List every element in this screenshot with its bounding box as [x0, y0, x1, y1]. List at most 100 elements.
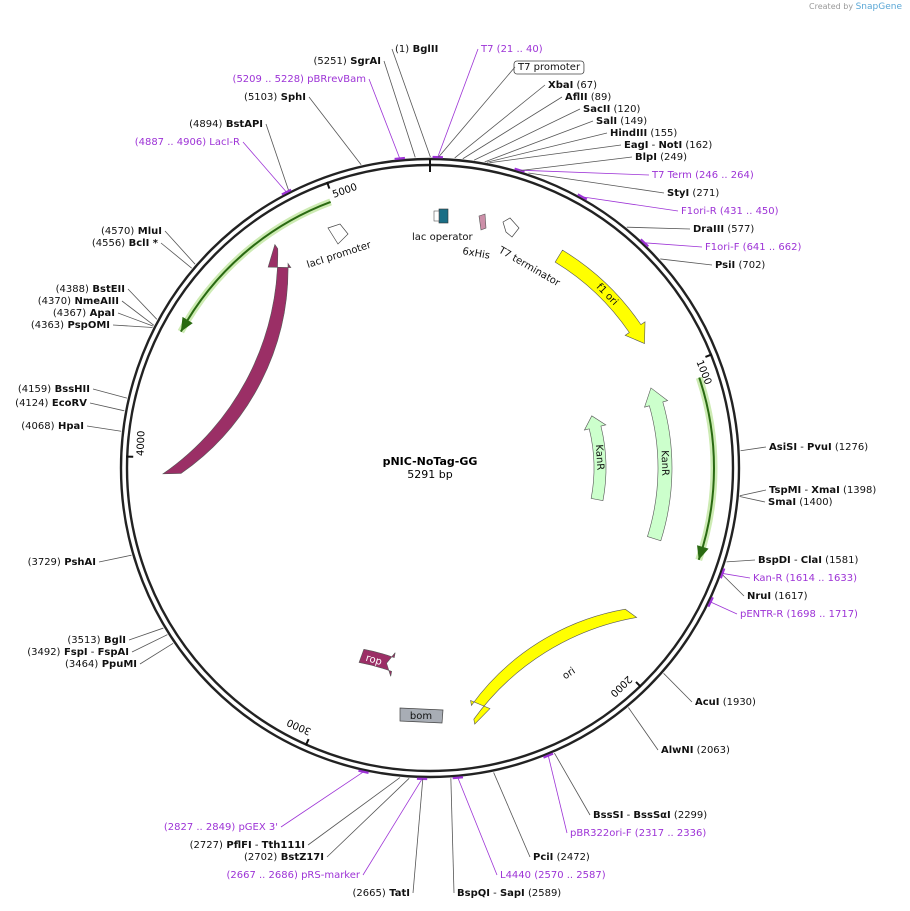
site-label[interactable]: (1) BglII — [395, 44, 438, 55]
site-label-part: T7 — [480, 44, 493, 55]
site-label[interactable]: EagI - NotI (162) — [624, 140, 712, 151]
site-label-part: HpaI — [55, 421, 84, 432]
site-label[interactable]: XbaI (67) — [548, 80, 597, 91]
site-label[interactable]: T7 Term (246 .. 264) — [651, 170, 754, 181]
site-leader-line — [160, 242, 192, 269]
site-label-part: (2667 .. 2686) — [226, 870, 298, 881]
site-label[interactable]: F1ori-F (641 .. 662) — [705, 242, 801, 253]
site-label-part: ApaI — [86, 308, 115, 319]
site-label-part: LacI-R — [206, 137, 240, 148]
site-label[interactable]: (3729) PshAI — [28, 557, 96, 568]
site-label[interactable]: Kan-R (1614 .. 1633) — [753, 573, 857, 584]
site-label-part: XbaI — [548, 80, 573, 91]
site-label-part: pBR322ori-F — [570, 828, 632, 839]
feature-arrow — [554, 249, 646, 344]
site-label-part: PvuI — [807, 442, 832, 453]
site-label[interactable]: SmaI (1400) — [768, 497, 833, 508]
site-leader-line — [457, 777, 498, 876]
site-label-part: (1930) — [720, 697, 757, 708]
site-label[interactable]: (4887 .. 4906) LacI-R — [135, 137, 240, 148]
site-label[interactable]: (4370) NmeAIII — [38, 296, 119, 307]
site-label-part: (1698 .. 1717) — [783, 609, 858, 620]
site-label[interactable]: TspMI - XmaI (1398) — [769, 485, 876, 496]
site-label[interactable]: NruI (1617) — [747, 591, 808, 602]
site-label[interactable]: AlwNI (2063) — [661, 745, 730, 756]
snapgene-credit: Created by SnapGene — [809, 2, 902, 12]
site-label[interactable]: L4440 (2570 .. 2587) — [500, 870, 606, 881]
site-label[interactable]: DraIII (577) — [693, 224, 754, 235]
site-label[interactable]: pENTR-R (1698 .. 1717) — [740, 609, 858, 620]
site-label[interactable]: BssSI - BssSαI (2299) — [593, 810, 707, 821]
site-label-part: ClaI — [801, 555, 822, 566]
site-label-part: pGEX 3' — [235, 822, 278, 833]
site-label[interactable]: SacII (120) — [583, 104, 640, 115]
site-label[interactable]: BspQI - SapI (2589) — [457, 888, 561, 899]
site-label[interactable]: (4570) MluI — [101, 226, 162, 237]
site-label[interactable]: AflII (89) — [565, 92, 611, 103]
site-label-part: (4124) — [15, 398, 48, 409]
site-label[interactable]: (4367) ApaI — [53, 308, 115, 319]
tick-mark — [705, 353, 713, 358]
site-leader-line — [721, 574, 745, 597]
site-leader-line — [307, 777, 401, 846]
site-label[interactable]: HindIII (155) — [610, 128, 677, 139]
site-label[interactable]: (3492) FspI - FspAI — [27, 647, 129, 658]
site-leader-line — [412, 778, 424, 894]
site-label[interactable]: (4388) BstEII — [56, 284, 125, 295]
site-label[interactable]: BlpI (249) — [635, 152, 687, 163]
site-label-part: (2702) — [244, 852, 277, 863]
site-label-part: (120) — [610, 104, 640, 115]
site-leader-line — [326, 778, 410, 858]
site-label[interactable]: (4894) BstAPI — [189, 119, 263, 130]
site-label[interactable]: F1ori-R (431 .. 450) — [681, 206, 779, 217]
credit-prefix: Created by — [809, 2, 854, 11]
site-label[interactable]: PsiI (702) — [715, 260, 765, 271]
site-leader-line — [131, 634, 168, 653]
site-label[interactable]: T7 promoter — [517, 62, 581, 73]
primer-mark — [514, 167, 525, 173]
site-label-part: (2317 .. 2336) — [632, 828, 707, 839]
site-label-part: PpuMI — [98, 659, 137, 670]
site-label-part: (246 .. 264) — [692, 170, 754, 181]
site-label[interactable]: (3513) BglI — [67, 635, 126, 646]
site-label[interactable]: (5251) SgrAI — [314, 56, 382, 67]
site-label-part: (1617) — [771, 591, 808, 602]
site-label[interactable]: (2827 .. 2849) pGEX 3' — [164, 822, 278, 833]
site-label-part: - — [490, 888, 500, 899]
site-label[interactable]: (5103) SphI — [244, 92, 306, 103]
site-label[interactable]: (2727) PflFI - Tth111I — [190, 840, 305, 851]
site-label[interactable]: AsiSI - PvuI (1276) — [769, 442, 868, 453]
site-label[interactable]: (4363) PspOMI — [31, 320, 110, 331]
site-label[interactable]: (4556) BclI * — [92, 238, 159, 249]
site-label[interactable]: (2665) TatI — [352, 888, 410, 899]
site-label[interactable]: (4159) BssHII — [18, 384, 90, 395]
site-label-part: (2570 .. 2587) — [531, 870, 606, 881]
site-label[interactable]: SalI (149) — [596, 116, 647, 127]
site-label-part: FspI — [60, 647, 87, 658]
primer-mark — [707, 596, 714, 608]
site-label[interactable]: (4068) HpaI — [21, 421, 84, 432]
site-leader-line — [450, 778, 455, 894]
feature-label: rop — [364, 653, 383, 668]
site-label[interactable]: AcuI (1930) — [695, 697, 756, 708]
site-label-part: StyI — [667, 188, 689, 199]
site-label[interactable]: (2667 .. 2686) pRS-marker — [226, 870, 360, 881]
site-label[interactable]: pBR322ori-F (2317 .. 2336) — [570, 828, 706, 839]
feature-arrow — [583, 415, 607, 502]
site-label-part: (431 .. 450) — [717, 206, 779, 217]
site-label-part: PshAI — [61, 557, 96, 568]
site-label-part: (4388) — [56, 284, 89, 295]
site-label-part: (2472) — [553, 852, 590, 863]
outer-arc — [180, 201, 331, 333]
site-leader-line — [722, 573, 751, 579]
site-label-part: (2665) — [352, 888, 385, 899]
site-label[interactable]: BspDI - ClaI (1581) — [758, 555, 859, 566]
site-label[interactable]: (5209 .. 5228) pBRrevBam — [233, 74, 366, 85]
site-label[interactable]: StyI (271) — [667, 188, 719, 199]
site-label[interactable]: T7 (21 .. 40) — [480, 44, 543, 55]
site-label[interactable]: PciI (2472) — [533, 852, 590, 863]
site-label[interactable]: (3464) PpuMI — [65, 659, 137, 670]
site-leader-line — [528, 172, 665, 194]
site-label[interactable]: (2702) BstZ17I — [244, 852, 324, 863]
site-label[interactable]: (4124) EcoRV — [15, 398, 87, 409]
